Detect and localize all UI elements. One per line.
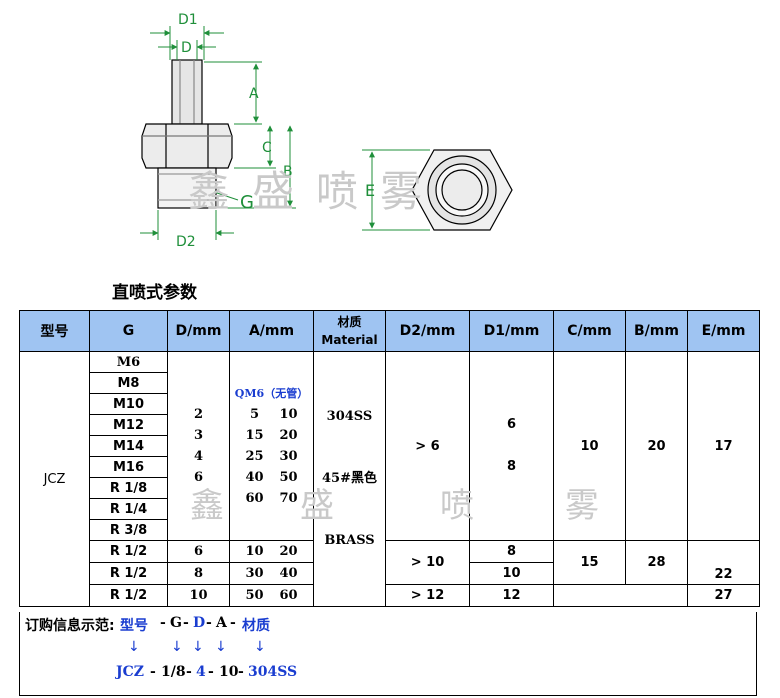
pattern-material: 材质 (242, 618, 270, 634)
header-a: A/mm (229, 310, 314, 352)
table-row: R 3/8 (20, 519, 760, 541)
watermark-top: 鑫盛喷雾 (188, 167, 445, 216)
arrow-down-icon: ↓ (254, 639, 266, 655)
arrow-down-icon: ↓ (215, 639, 227, 655)
header-g: G (89, 310, 168, 352)
g-cell: R 1/2 (89, 584, 168, 607)
d1-cell: 8 (469, 540, 554, 563)
g-cell: R 1/2 (89, 540, 168, 563)
header-e: E/mm (687, 310, 760, 352)
e-group1: 17 (687, 351, 760, 541)
label-d1: D1 (178, 12, 198, 28)
example-sep: - (150, 664, 156, 680)
dimension-labels: D1 D A C B G D2 E (176, 12, 375, 250)
table-row: R 1/4 (20, 498, 760, 520)
d1-cell: 10 (469, 562, 554, 585)
g-cell: M16 (89, 456, 168, 478)
header-d2: D2/mm (385, 310, 470, 352)
d2-cell: > 10 (385, 540, 470, 585)
pattern-sep: - (206, 615, 212, 631)
label-b: B (283, 164, 293, 180)
g-cell: R 3/8 (89, 519, 168, 541)
arrow-down-icon: ↓ (128, 639, 140, 655)
side-view (141, 59, 233, 209)
pattern-model: 型号 (120, 618, 148, 634)
example-d: 4 (196, 664, 206, 680)
header-b: B/mm (625, 310, 688, 352)
example-g: 1/8 (161, 664, 186, 680)
d-cell: 10 (167, 584, 230, 607)
label-g: G (240, 192, 254, 213)
order-info: 订购信息示范: 型号 - G - D - A - 材质 ↓ ↓ ↓ ↓ ↓ JC… (19, 612, 757, 696)
label-e: E (365, 181, 375, 200)
c-group1: 10 (553, 351, 626, 541)
d2-cell: > 12 (385, 584, 470, 607)
g-cell: R 1/2 (89, 562, 168, 585)
g-cell: M6 (89, 351, 168, 373)
d1-group1: 6 8 (469, 351, 554, 541)
example-sep: - (208, 664, 214, 680)
arrow-down-icon: ↓ (171, 639, 183, 655)
g-cell: M8 (89, 372, 168, 394)
label-d2: D2 (176, 234, 196, 250)
example-a: 10 (219, 664, 239, 680)
e-cell: 27 (687, 584, 760, 607)
header-d: D/mm (167, 310, 230, 352)
pattern-sep: - (183, 615, 189, 631)
label-a: A (249, 86, 259, 102)
pattern-sep: - (160, 615, 166, 631)
d1-cell: 12 (469, 584, 554, 607)
arrow-down-icon: ↓ (192, 639, 204, 655)
nozzle-drawing: D1 D A C B G D2 E (140, 12, 513, 250)
label-d: D (181, 40, 192, 56)
g-cell: M12 (89, 414, 168, 436)
example-model: JCZ (116, 664, 144, 680)
header-d1: D1/mm (469, 310, 554, 352)
b-group1: 20 (625, 351, 688, 541)
example-sep: - (186, 664, 192, 680)
b-group2: 28 (625, 540, 688, 585)
pattern-a: A (216, 615, 227, 631)
material-cell: 304SS 45#黑色 BRASS (313, 351, 386, 607)
e-cell: 22 (687, 540, 760, 585)
model-cell: JCZ (19, 351, 90, 607)
dimension-lines (140, 26, 430, 240)
example-material: 304SS (248, 664, 298, 680)
table-row: M16 (20, 456, 760, 478)
table-row: M14 (20, 435, 760, 457)
header-c: C/mm (553, 310, 626, 352)
g-cell: M10 (89, 393, 168, 415)
example-sep: - (238, 664, 244, 680)
end-view (411, 149, 513, 231)
header-model: 型号 (19, 310, 90, 352)
section-title: 直喷式参数 (112, 283, 197, 303)
pattern-d: D (193, 615, 206, 631)
pattern-sep: - (230, 615, 236, 631)
d-cell: 8 (167, 562, 230, 585)
g-cell: R 1/8 (89, 477, 168, 499)
c-group2: 15 (553, 540, 626, 585)
d2-group1: > 6 (385, 351, 470, 541)
order-label: 订购信息示范: (25, 618, 115, 634)
label-c: C (262, 140, 272, 156)
pattern-g: G (170, 615, 182, 631)
g-cell: M14 (89, 435, 168, 457)
d-cell: 6 (167, 540, 230, 563)
g-cell: R 1/4 (89, 498, 168, 520)
table-row: R 1/8 (20, 477, 760, 499)
